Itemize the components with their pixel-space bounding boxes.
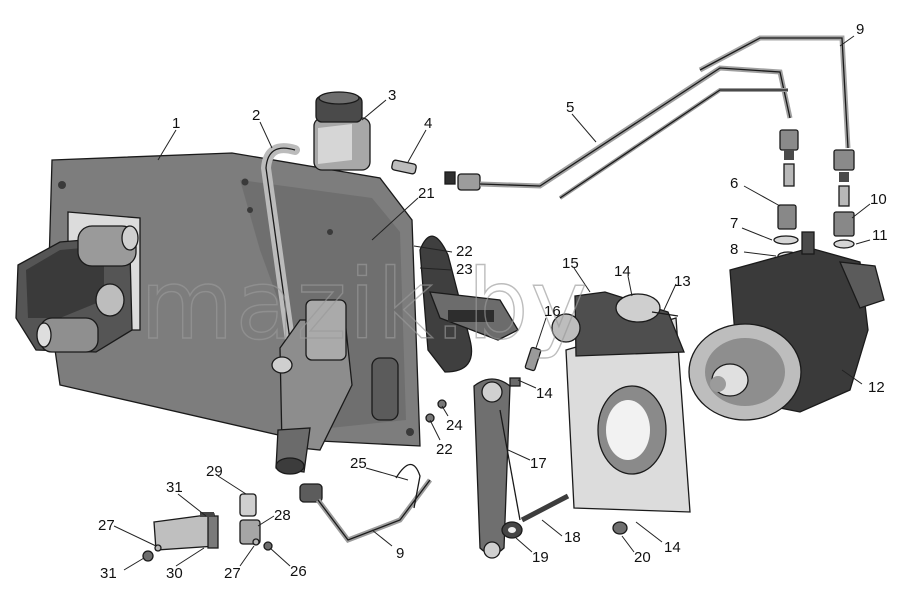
callout-label: 3 bbox=[388, 87, 396, 104]
watermark-text: mazik.by bbox=[140, 249, 589, 361]
callout-label: 8 bbox=[730, 241, 738, 258]
callout-label: 6 bbox=[730, 175, 738, 192]
callout-label: 2 bbox=[252, 107, 260, 124]
callout-label: 14 bbox=[536, 385, 553, 402]
callout-label: 9 bbox=[396, 545, 404, 562]
upper-pipe-9 bbox=[698, 35, 851, 149]
callout-label: 4 bbox=[424, 115, 432, 132]
fluid-reservoir bbox=[313, 91, 371, 171]
stoplight-switch-parts bbox=[142, 493, 273, 562]
mounting-plate bbox=[47, 152, 421, 447]
pedal-lever bbox=[419, 235, 519, 373]
callout-label: 5 bbox=[566, 99, 574, 116]
callout-label: 17 bbox=[530, 455, 547, 472]
lower-pipe-9 bbox=[299, 463, 432, 544]
callout-label: 9 bbox=[856, 21, 864, 38]
callout-label: 31 bbox=[166, 479, 183, 496]
callout-label: 31 bbox=[100, 565, 117, 582]
callout-label: 14 bbox=[614, 263, 631, 280]
brake-valve-unit bbox=[15, 225, 139, 353]
callout-label: 7 bbox=[730, 215, 738, 232]
callout-label: 28 bbox=[274, 507, 291, 524]
leader-lines bbox=[113, 35, 871, 571]
callout-label: 13 bbox=[674, 273, 691, 290]
callout-label: 26 bbox=[290, 563, 307, 580]
callout-label: 27 bbox=[224, 565, 241, 582]
callout-label: 18 bbox=[564, 529, 581, 546]
brake-booster bbox=[688, 231, 885, 421]
booster-bracket bbox=[551, 291, 691, 513]
callout-label: 21 bbox=[418, 185, 435, 202]
callout-label: 22 bbox=[456, 243, 473, 260]
small-hardware bbox=[425, 346, 628, 539]
callout-label: 30 bbox=[166, 565, 183, 582]
callout-label: 11 bbox=[872, 227, 888, 244]
callout-labels: 1 2 3 4 5 9 6 10 7 11 8 21 22 23 15 14 1… bbox=[98, 21, 888, 582]
brake-pipe bbox=[391, 65, 793, 200]
callout-label: 19 bbox=[532, 549, 549, 566]
callout-label: 14 bbox=[664, 539, 681, 556]
callout-label: 29 bbox=[206, 463, 223, 480]
callout-label: 22 bbox=[436, 441, 453, 458]
callout-label: 20 bbox=[634, 549, 651, 566]
callout-label: 24 bbox=[446, 417, 463, 434]
callout-label: 10 bbox=[870, 191, 887, 208]
callout-label: 25 bbox=[350, 455, 367, 472]
callout-label: 15 bbox=[562, 255, 579, 272]
callout-label: 27 bbox=[98, 517, 115, 534]
callout-label: 1 bbox=[172, 115, 180, 132]
master-cylinder bbox=[271, 299, 353, 475]
callout-label: 23 bbox=[456, 261, 473, 278]
callout-label: 12 bbox=[868, 379, 885, 396]
pedal-arm bbox=[473, 378, 521, 559]
callout-label: 16 bbox=[544, 303, 561, 320]
